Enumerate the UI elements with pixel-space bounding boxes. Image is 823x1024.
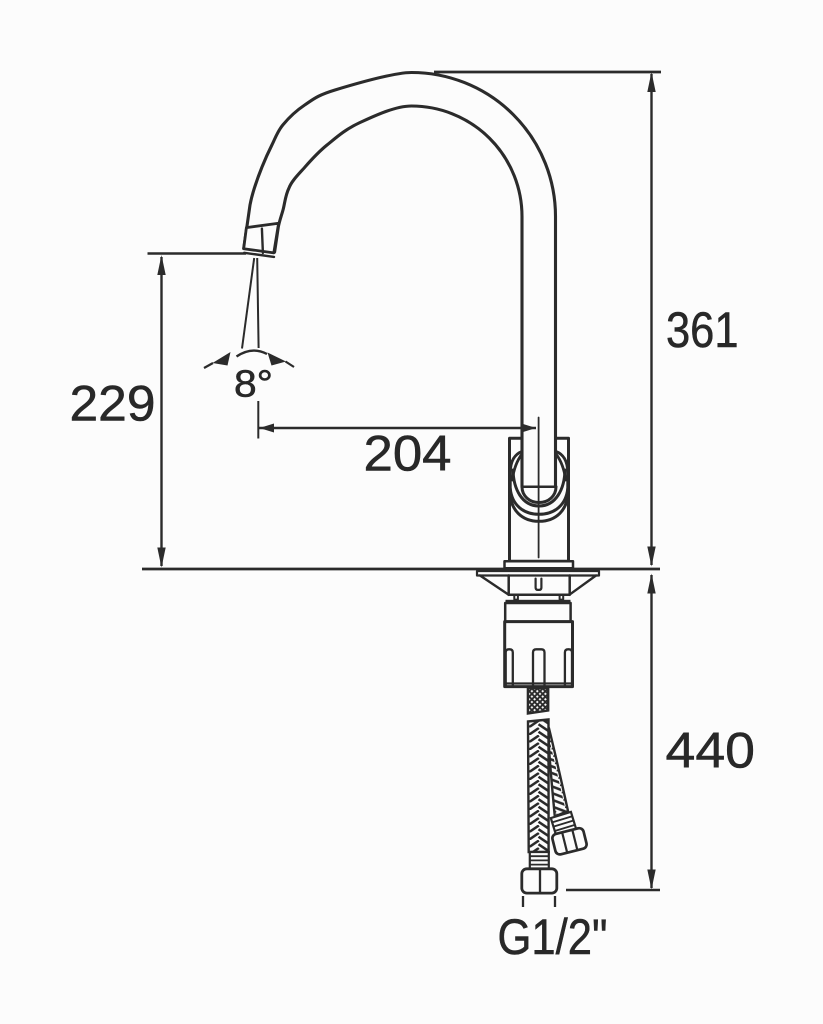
- svg-text:8°: 8°: [234, 364, 273, 406]
- svg-text:G1/2": G1/2": [498, 908, 608, 965]
- svg-text:361: 361: [666, 302, 739, 358]
- svg-text:440: 440: [666, 723, 756, 779]
- svg-text:204: 204: [364, 426, 452, 482]
- svg-text:229: 229: [70, 376, 156, 432]
